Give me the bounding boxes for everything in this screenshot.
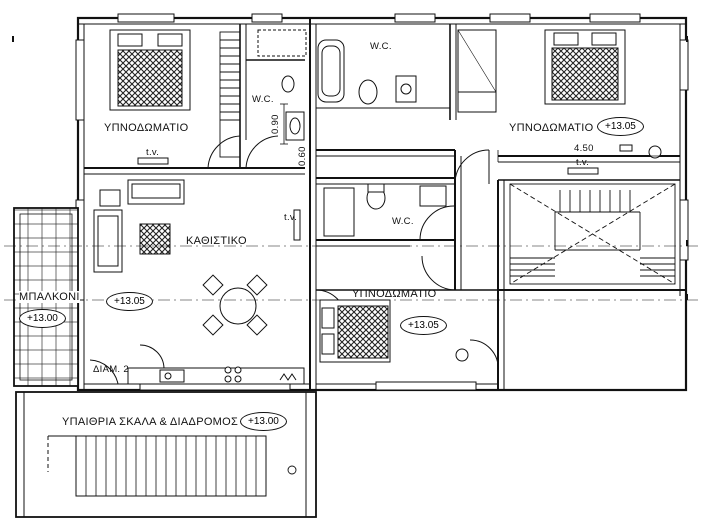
- interior-stair-north: [219, 31, 241, 158]
- axis-markers: [12, 36, 688, 300]
- dimension-label-450: 4.50: [574, 143, 594, 154]
- level-tag-living: +13.05: [106, 292, 153, 311]
- interior-stair-east: [509, 183, 676, 285]
- bathroom-fixtures: [257, 29, 662, 362]
- room-label-outdoor-stair: ΥΠΑΙΘΡΙΑ ΣΚΑΛΑ & ΔΙΑΔΡΟΜΟΣ: [62, 416, 239, 428]
- wc-label-north-right: W.C.: [370, 41, 392, 52]
- tv-label-living: t.v.: [284, 212, 298, 223]
- living-furniture: [93, 179, 305, 385]
- dimension-label-060: 0.60: [297, 146, 308, 166]
- level-tag-outdoor-stair: +13.00: [240, 412, 287, 431]
- room-label-living: ΚΑΘΙΣΤΙΚΟ: [186, 235, 247, 247]
- level-tag-balcony: +13.00: [19, 309, 66, 328]
- wc-label-center: W.C.: [392, 216, 414, 227]
- room-label-bedroom-s: ΥΠΝΟΔΩΜΑΤΙΟ: [352, 288, 437, 300]
- tv-label-ne: t.v.: [576, 157, 590, 168]
- level-tag-bedroom-ne: +13.05: [597, 117, 644, 136]
- room-label-hallway: ΔΙΑΜ. 2: [93, 364, 129, 375]
- outdoor-stair-corridor: [15, 391, 317, 518]
- level-tag-bedroom-s: +13.05: [400, 316, 447, 335]
- room-label-bedroom-ne: ΥΠΝΟΔΩΜΑΤΙΟ: [509, 122, 594, 134]
- dimension-label-090: 0.90: [270, 114, 281, 134]
- wc-label-north-left: W.C.: [252, 94, 274, 105]
- room-label-bedroom-nw: ΥΠΝΟΔΩΜΑΤΙΟ: [104, 122, 189, 134]
- walls: [75, 13, 689, 392]
- beds: [109, 29, 626, 363]
- dimension-450: [280, 103, 681, 162]
- tv-label-nw: t.v.: [146, 147, 160, 158]
- room-label-balcony: ΜΠΑΛΚΟΝΙ: [19, 291, 80, 303]
- door-swings: [89, 135, 499, 385]
- tv-units: [137, 157, 599, 241]
